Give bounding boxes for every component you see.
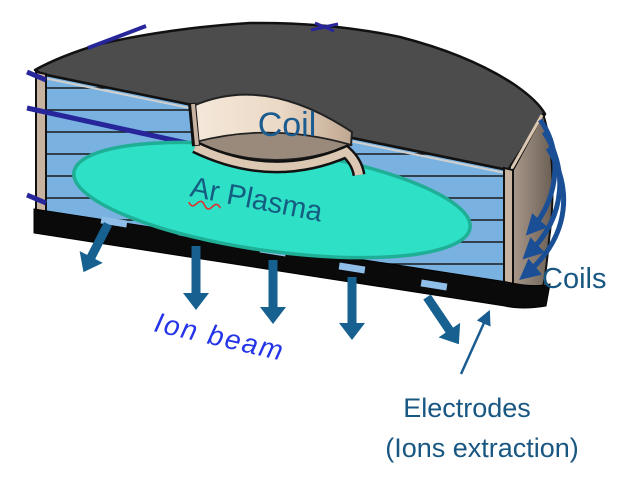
ion-beam-arrows [79,221,461,345]
field-line-upper-left [87,24,147,50]
coil-label: Coil [258,106,317,144]
field-line-arrowhead [310,21,339,33]
ion-beam-arrow [79,221,113,273]
electrodes-pointer-arrow [459,309,491,375]
field-line-stub-bottom [26,192,47,206]
right-cut-edge [503,166,514,303]
coils-label: Coils [542,263,606,295]
electrodes-label-line1: Electrodes [403,393,531,423]
electrode-plate [33,208,551,309]
coil-current-arrows [519,118,567,281]
left-cut-edge [35,70,47,214]
ion-beam-arrow [339,277,365,340]
wall-top-lip [510,114,544,169]
extraction-slot [100,216,128,228]
spellcheck-underline [188,200,221,210]
ion-beam-arrow [183,246,209,310]
coil-current-arrow [522,130,563,260]
coil-recess-front-band [193,143,363,176]
coil-recess-floor [193,131,354,161]
coil-current-arrow [519,146,567,281]
field-line-stub-top [26,69,47,83]
ion-beam-arrow [423,294,461,345]
coil-current-arrow [525,118,558,236]
coil-recess [188,93,366,177]
ion-beam-arrow [260,260,286,324]
extraction-slot [338,262,366,274]
extraction-slot [420,279,448,291]
electrodes-label-line2: (Ions extraction) [385,433,579,463]
coil-recess-left-edge [191,103,199,146]
